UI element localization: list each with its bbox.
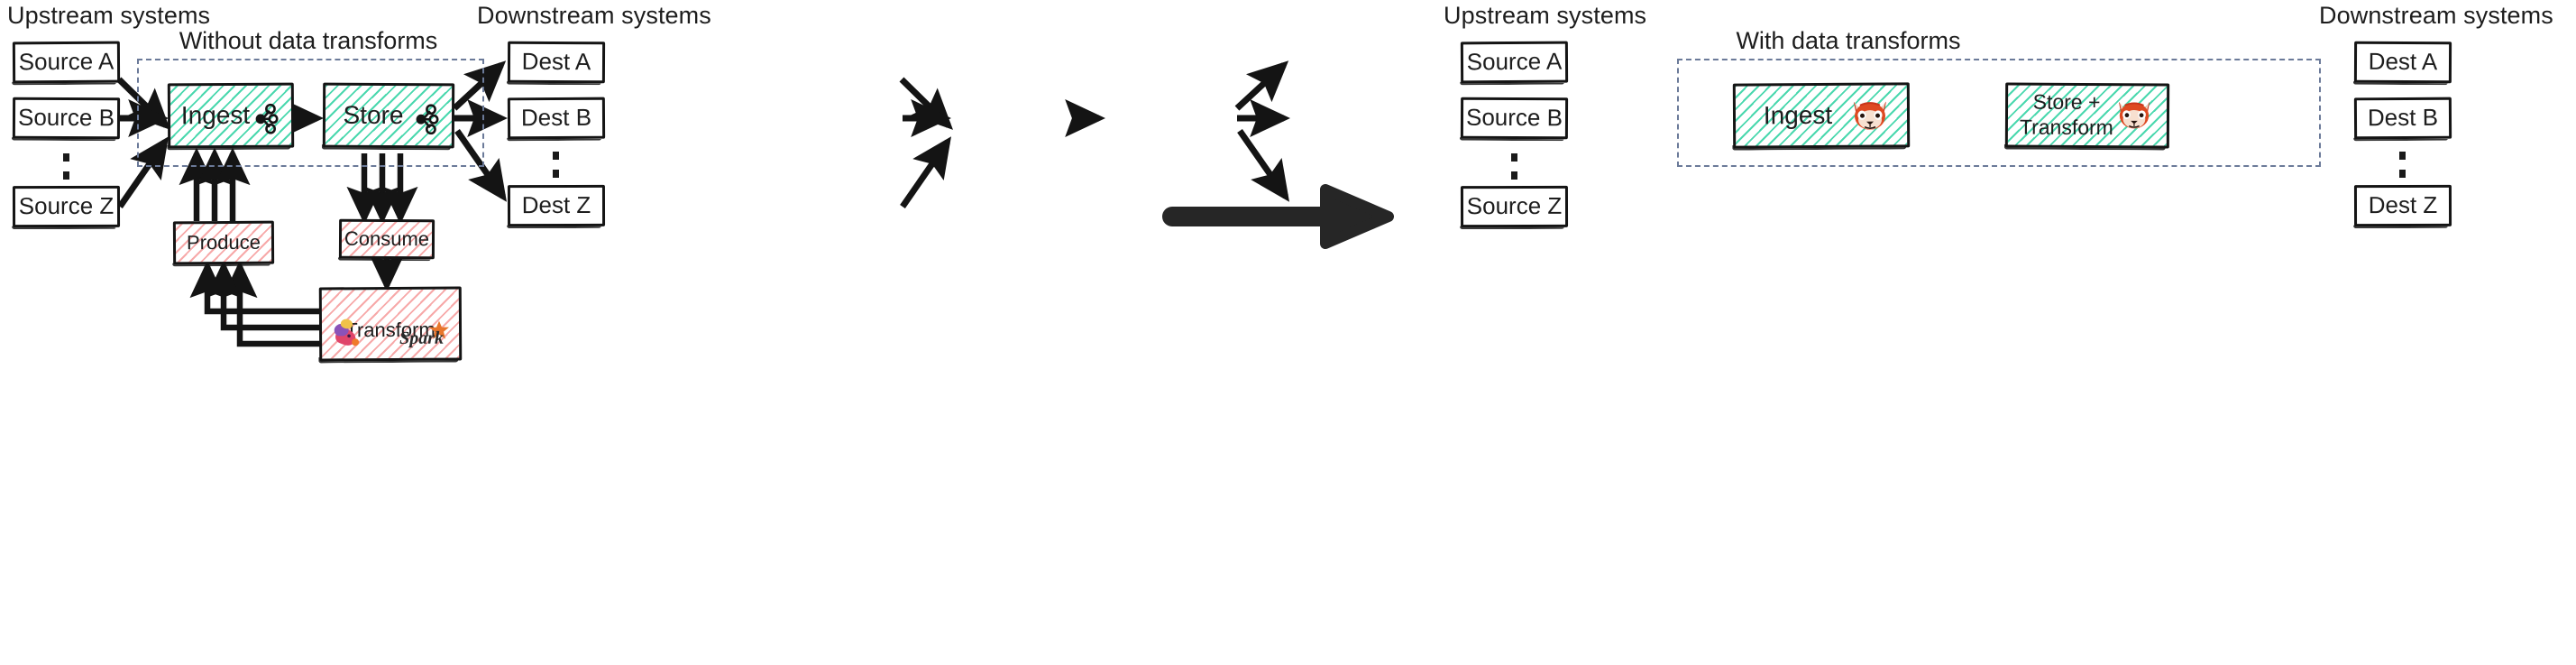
arrow-r-store-to-dest-a [1234, 60, 1289, 111]
left-consume-label: Consume [344, 227, 430, 251]
left-dest-box-a[interactable]: Dest A [507, 41, 606, 84]
left-panel-title: Without data transforms [179, 27, 438, 54]
redpanda-icon [2114, 97, 2154, 136]
spark-icon: Spark [398, 319, 454, 355]
svg-text:Spark: Spark [399, 328, 444, 347]
right-platform-boundary [1677, 59, 2321, 167]
right-dest-box-z[interactable]: Dest Z [2353, 184, 2452, 227]
left-dest-z-label: Dest Z [521, 190, 591, 219]
arrow-store-to-dest-a [452, 60, 507, 111]
left-downstream-caption: Downstream systems [477, 2, 711, 29]
left-ingest-box[interactable]: Ingest [167, 82, 295, 149]
right-source-ellipsis [1511, 153, 1517, 191]
arrow-store-to-dest-z [454, 128, 508, 202]
right-dest-z-label: Dest Z [2368, 190, 2438, 219]
left-source-ellipsis [63, 153, 69, 191]
right-source-b-label: Source B [1465, 103, 1563, 132]
left-produce-box[interactable]: Produce [172, 220, 275, 265]
left-upstream-caption: Upstream systems [7, 2, 211, 29]
right-source-box-a[interactable]: Source A [1460, 41, 1569, 84]
right-dest-b-label: Dest B [2367, 103, 2439, 132]
left-ingest-label: Ingest [180, 100, 251, 130]
right-downstream-caption: Downstream systems [2319, 2, 2553, 29]
left-platform-boundary [137, 59, 484, 167]
left-store-label: Store [343, 100, 404, 129]
left-dest-ellipsis [553, 152, 559, 189]
right-ingest-label: Ingest [1763, 100, 1833, 130]
arrow-r-store-to-dest-z [1237, 128, 1290, 202]
left-dest-box-b[interactable]: Dest B [507, 97, 606, 140]
left-dest-a-label: Dest A [521, 47, 591, 76]
right-source-box-b[interactable]: Source B [1460, 97, 1569, 140]
left-source-box-b[interactable]: Source B [12, 97, 121, 140]
arrow-source-z-to-ingest [117, 136, 169, 208]
arrow-transform-to-produce-3 [189, 260, 321, 315]
left-source-box-a[interactable]: Source A [12, 41, 121, 84]
right-dest-ellipsis [2399, 152, 2406, 189]
right-store-transform-box[interactable]: Store + Transform [2004, 82, 2170, 149]
arrow-transform-to-produce-1 [222, 260, 321, 347]
left-transform-box[interactable]: Transform Spark [318, 286, 463, 362]
left-source-a-label: Source A [18, 47, 115, 76]
left-dest-b-label: Dest B [520, 103, 592, 132]
left-store-box[interactable]: Store [322, 82, 455, 149]
left-consume-box[interactable]: Consume [338, 218, 435, 260]
kafka-icon [412, 104, 439, 135]
left-produce-label: Produce [186, 231, 261, 254]
right-dest-box-b[interactable]: Dest B [2353, 97, 2452, 140]
right-store-transform-label: Store + Transform [2019, 90, 2113, 140]
left-dest-box-z[interactable]: Dest Z [507, 184, 606, 227]
right-source-z-label: Source Z [1466, 191, 1563, 220]
right-dest-box-a[interactable]: Dest A [2353, 41, 2452, 84]
right-upstream-caption: Upstream systems [1444, 2, 1647, 29]
redpanda-icon [1849, 97, 1891, 139]
right-source-box-z[interactable]: Source Z [1460, 185, 1569, 228]
kafka-icon [252, 103, 279, 134]
right-panel-title: With data transforms [1736, 27, 1961, 54]
right-source-a-label: Source A [1466, 47, 1563, 76]
left-source-z-label: Source Z [18, 191, 115, 220]
flink-icon [329, 316, 374, 356]
left-source-b-label: Source B [17, 103, 115, 132]
big-right-arrow-icon [1162, 184, 1394, 249]
left-source-box-z[interactable]: Source Z [12, 185, 121, 228]
right-dest-a-label: Dest A [2368, 47, 2438, 76]
arrow-r-source-z-to-ingest [900, 136, 951, 208]
right-ingest-box[interactable]: Ingest [1732, 82, 1911, 149]
